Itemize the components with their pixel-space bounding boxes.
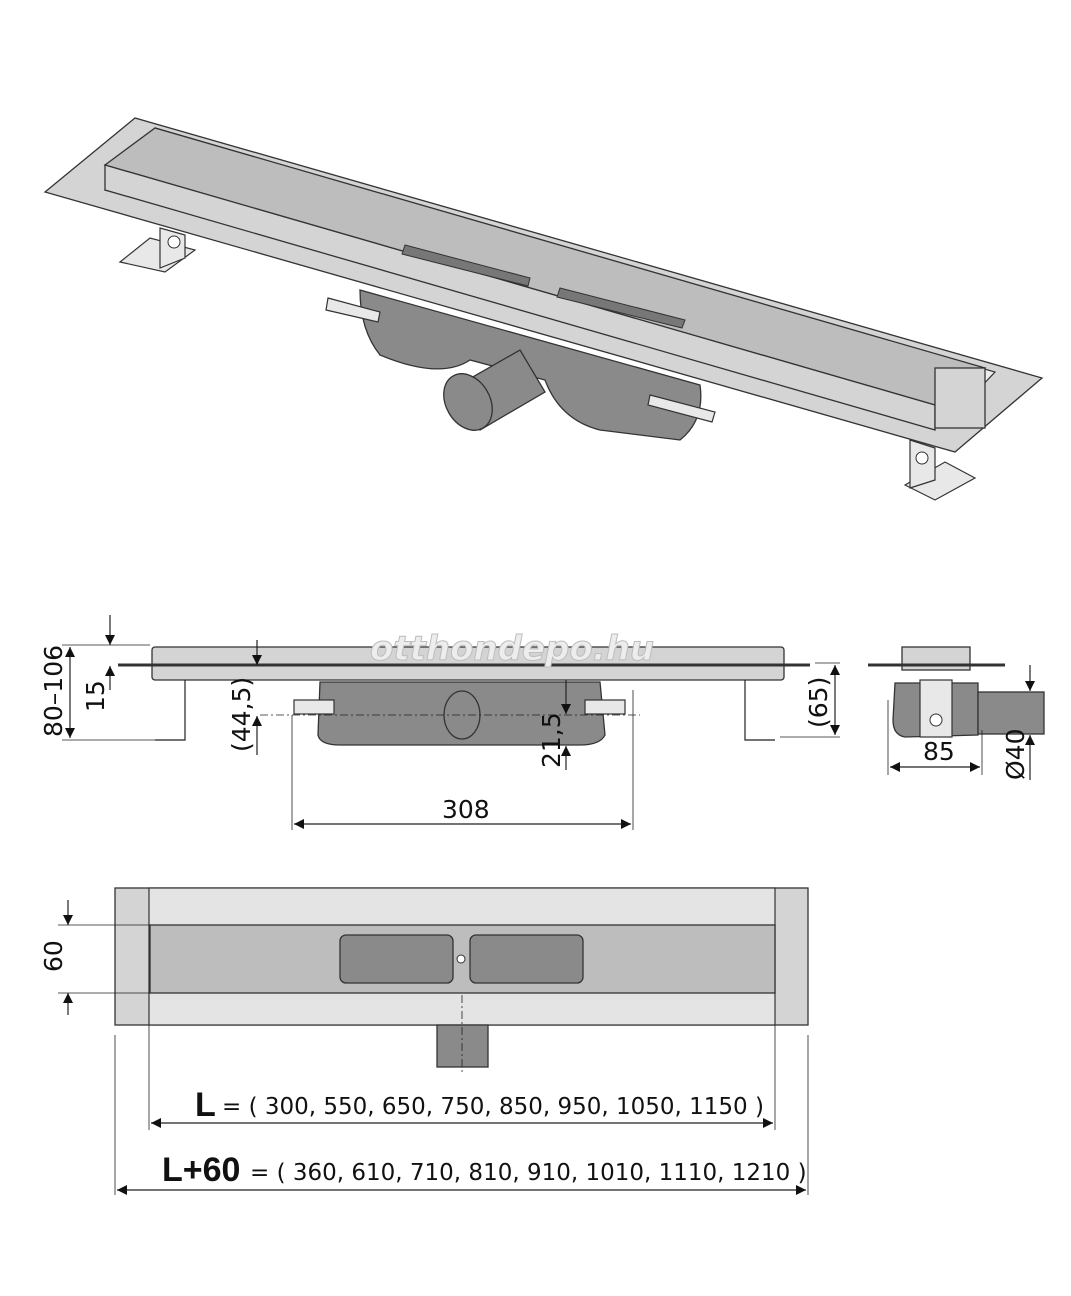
side-foot-left bbox=[155, 680, 186, 741]
dim-body-length-label: 308 bbox=[442, 795, 490, 824]
plan-view: 60 L = ( 300, 550, 650, 750, 850, 950, 1… bbox=[39, 887, 809, 1195]
mounting-foot-right bbox=[903, 439, 977, 501]
side-foot-right bbox=[744, 680, 775, 741]
dim-total-height-label: (65) bbox=[804, 677, 833, 728]
dim-body-width-label: 85 bbox=[923, 737, 955, 766]
end-outlet-pipe bbox=[977, 691, 1045, 735]
side-bracket-left bbox=[293, 699, 335, 715]
dim-outlet-clearance-label: 21,5 bbox=[537, 712, 566, 768]
plan-insert-left bbox=[339, 934, 454, 984]
side-view: 80–106 15 (44,5) 21,5 308 (65) otthondep… bbox=[39, 615, 840, 830]
dim-total-length-symbol: L+60 bbox=[162, 1151, 240, 1189]
bracket-right bbox=[647, 394, 716, 423]
drain-front-face bbox=[104, 164, 936, 431]
drain-body bbox=[359, 289, 702, 441]
plan-outlet bbox=[436, 1024, 489, 1068]
plan-insert-right bbox=[469, 934, 584, 984]
outlet-pipe bbox=[443, 349, 546, 431]
dim-outlet-axis-label: (44,5) bbox=[227, 677, 256, 752]
grate-slot-right bbox=[556, 287, 686, 329]
watermark: otthondepo.hu bbox=[370, 629, 654, 669]
dim-length-values: = ( 300, 550, 650, 750, 850, 950, 1050, … bbox=[222, 1094, 764, 1120]
end-channel bbox=[901, 646, 971, 671]
side-bracket-right bbox=[584, 699, 626, 715]
dim-channel-width-label: 60 bbox=[39, 940, 68, 972]
mounting-foot-left bbox=[118, 227, 197, 273]
dim-flange-offset-label: 15 bbox=[81, 680, 110, 712]
bracket-left bbox=[325, 297, 381, 323]
dim-height-range-label: 80–106 bbox=[39, 645, 68, 737]
dim-total-length-values: = ( 360, 610, 710, 810, 910, 1010, 1110,… bbox=[250, 1160, 807, 1186]
end-view: 85 Ø40 bbox=[868, 646, 1045, 781]
grate-slot-left bbox=[401, 244, 531, 287]
dim-outlet-diameter-label: Ø40 bbox=[1001, 729, 1030, 781]
isometric-view bbox=[43, 117, 1044, 501]
channel-end bbox=[934, 367, 986, 429]
dim-length-symbol: L bbox=[195, 1086, 216, 1124]
